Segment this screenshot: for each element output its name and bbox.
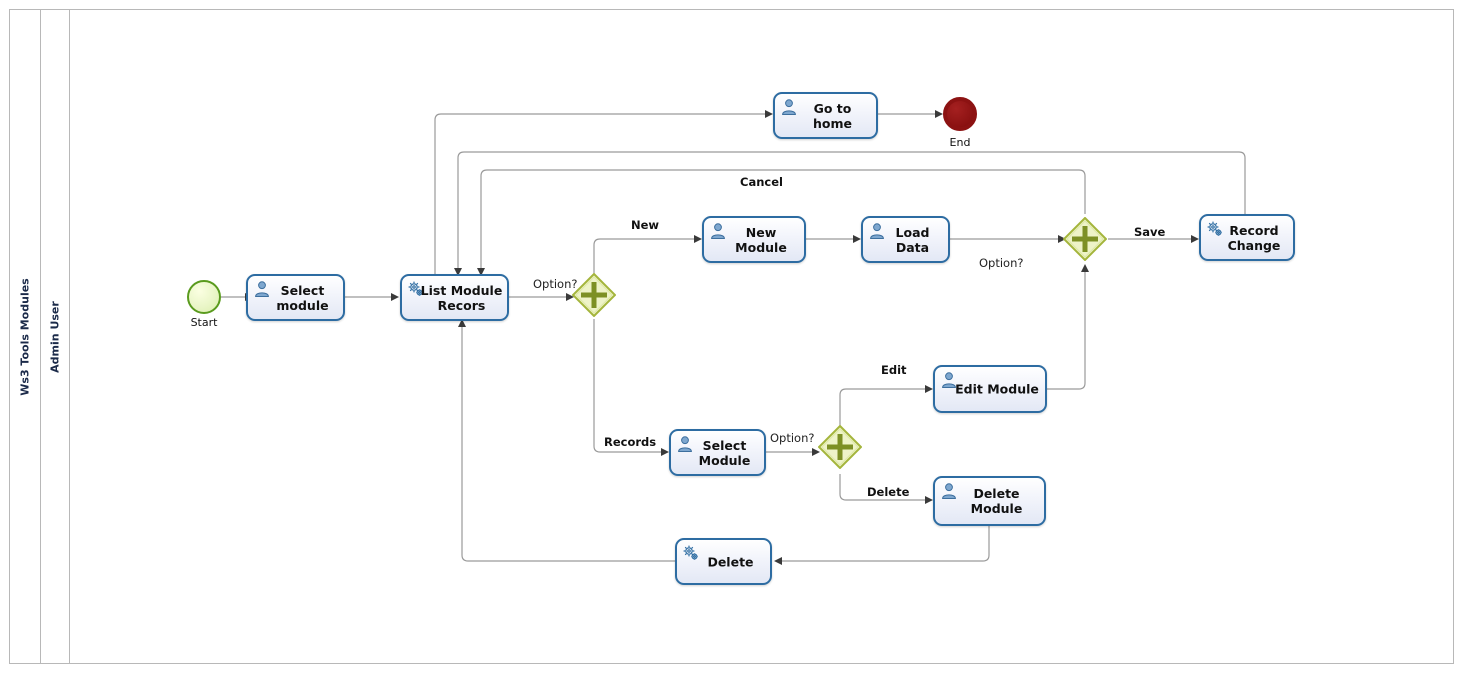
task-load-data[interactable]: Load Data	[861, 216, 950, 263]
end-event-label: End	[949, 136, 971, 149]
flow-label-delete: Delete	[867, 485, 910, 499]
service-task-icon	[407, 280, 425, 298]
service-task-icon	[1206, 220, 1224, 238]
user-task-icon	[709, 222, 727, 240]
flow-label-option-3: Option?	[770, 431, 815, 445]
end-event[interactable]	[943, 97, 977, 131]
start-event[interactable]	[187, 280, 221, 314]
pool-label: Ws3 Tools Modules	[18, 277, 32, 396]
user-task-icon	[940, 482, 958, 500]
user-task-icon	[676, 435, 694, 453]
gateway-option-1[interactable]	[572, 273, 616, 317]
flow-label-option-2: Option?	[979, 256, 1024, 270]
task-label: Delete	[707, 554, 754, 569]
task-go-to-home[interactable]: Go to home	[773, 92, 878, 139]
flow-label-new: New	[631, 218, 660, 232]
task-label: Edit Module	[955, 381, 1039, 397]
start-event-label: Start	[190, 316, 218, 329]
flow-label-edit: Edit	[881, 363, 907, 377]
flow-label-cancel: Cancel	[740, 175, 783, 189]
gateway-option-3[interactable]	[818, 425, 862, 469]
flow-label-save: Save	[1134, 225, 1166, 239]
flow-label-records: Records	[604, 435, 657, 449]
task-label: Go to home	[813, 100, 852, 131]
user-task-icon	[253, 280, 271, 298]
task-delete[interactable]: Delete	[675, 538, 772, 585]
user-task-icon	[868, 222, 886, 240]
lane-label-band: Admin User	[41, 10, 70, 663]
gateway-option-2[interactable]	[1063, 217, 1107, 261]
flow-label-option-1: Option?	[533, 277, 578, 291]
lane-label: Admin User	[48, 300, 62, 373]
pool-label-band: Ws3 Tools Modules	[10, 10, 41, 663]
user-task-icon	[940, 371, 958, 389]
service-task-icon	[682, 544, 700, 562]
task-label: Load Data	[895, 224, 930, 255]
task-edit-module[interactable]: Edit Module	[933, 365, 1047, 413]
user-task-icon	[780, 98, 798, 116]
